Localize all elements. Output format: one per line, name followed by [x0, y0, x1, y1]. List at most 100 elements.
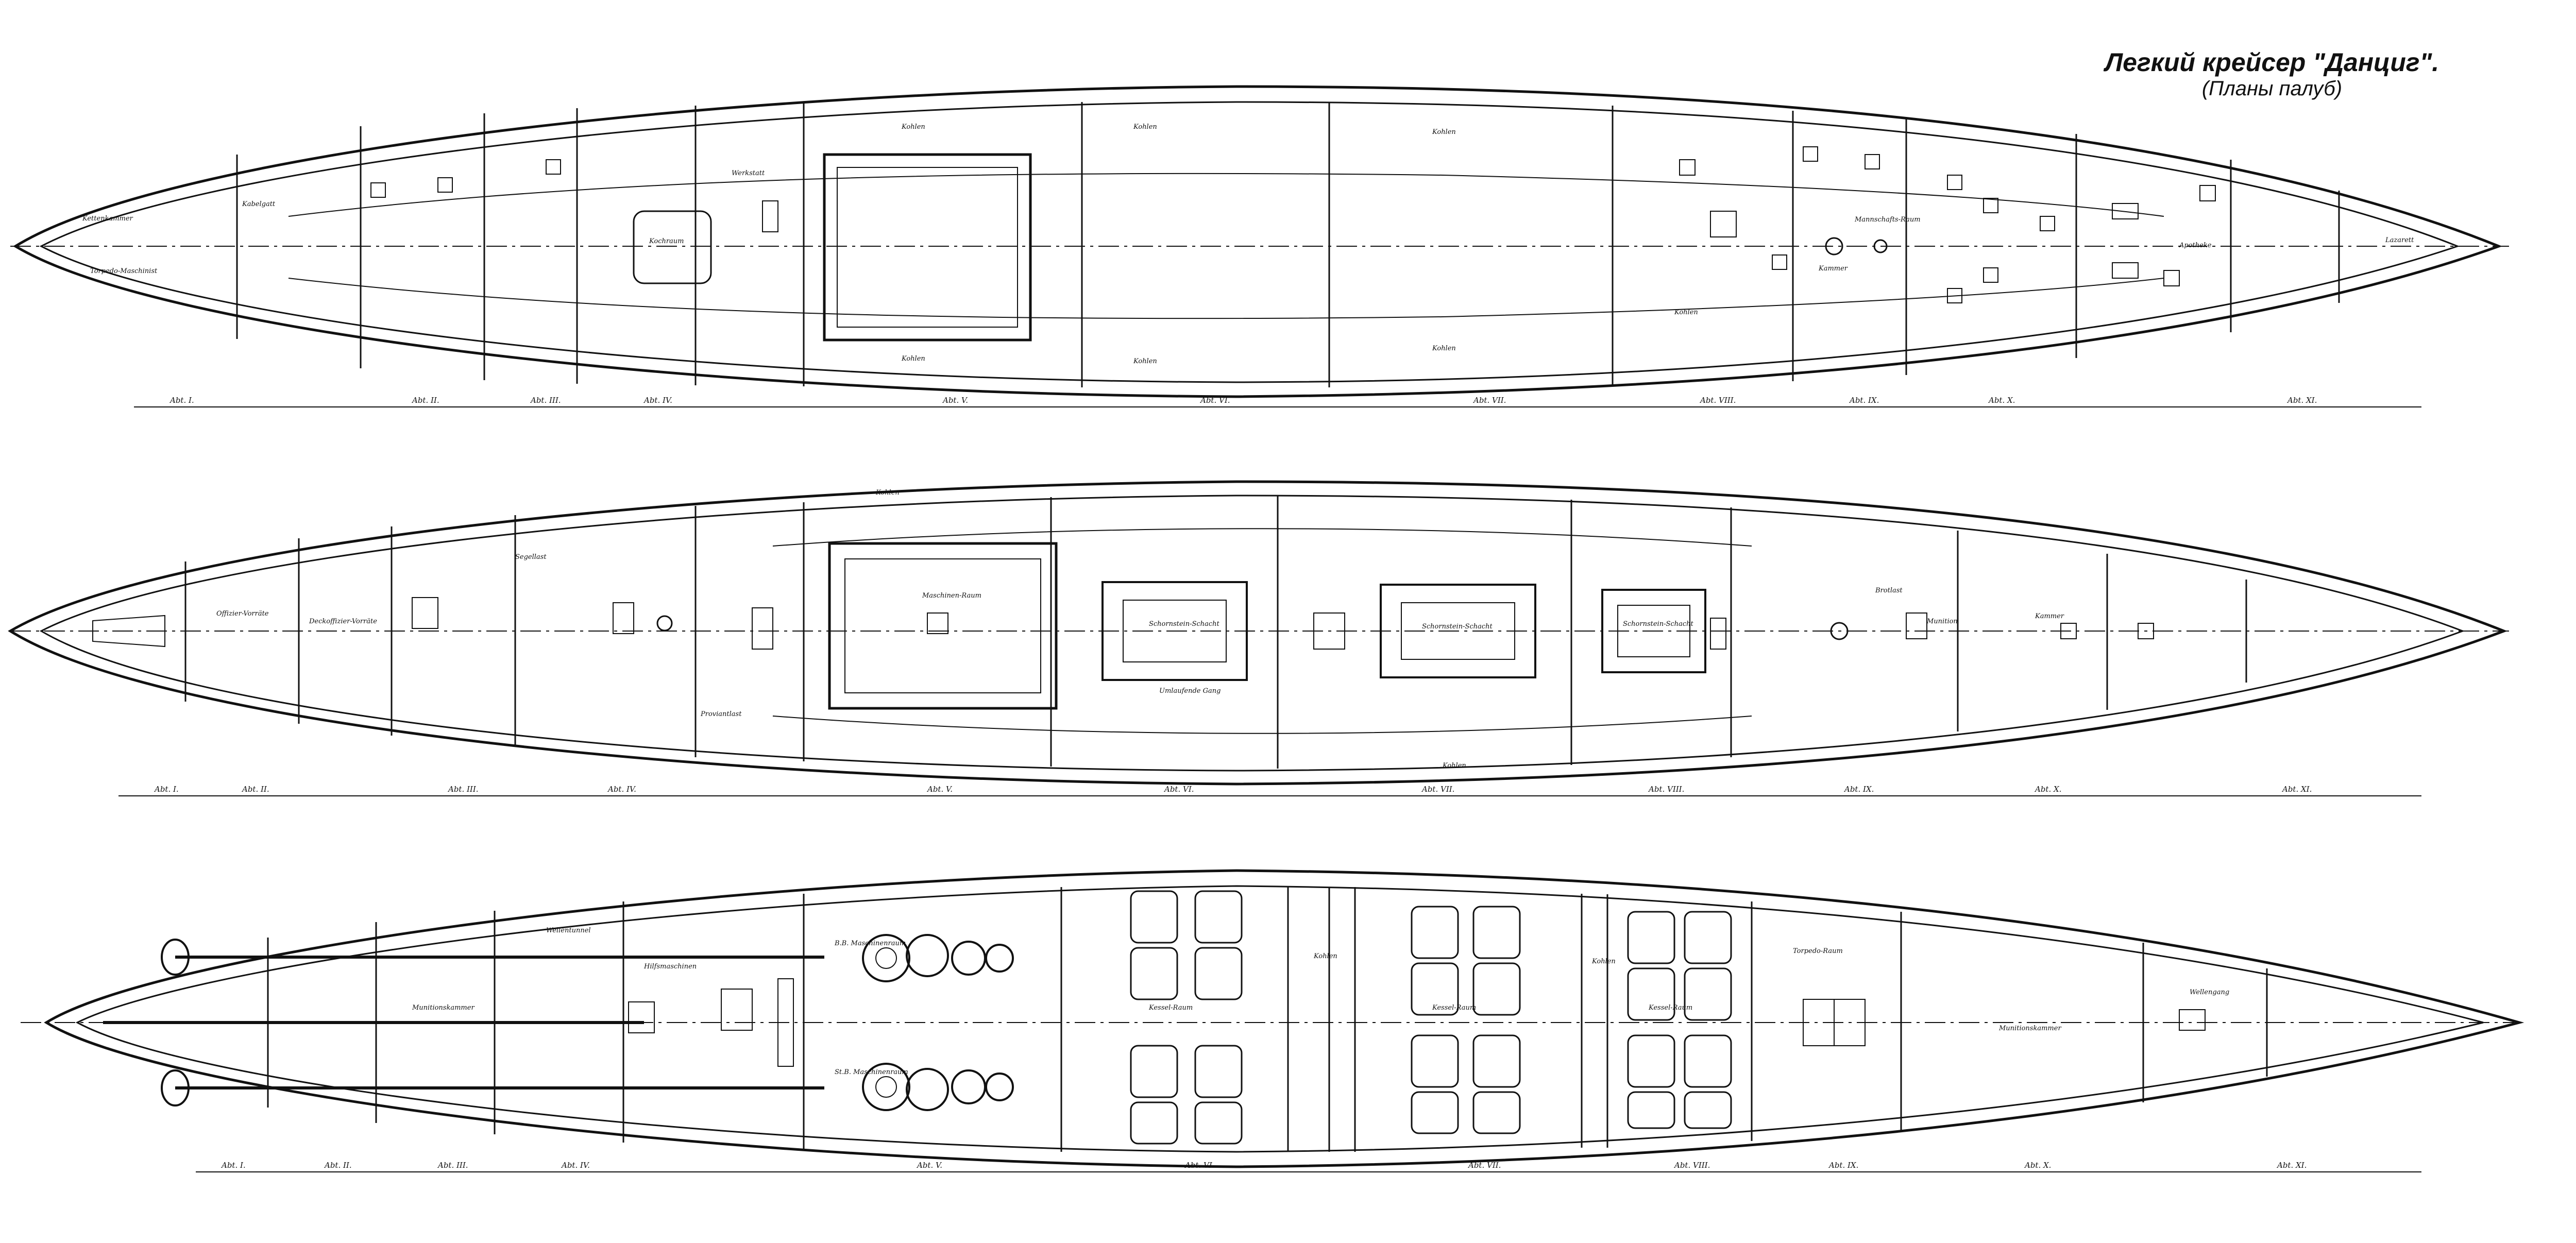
section-label: Abt. VI.	[1199, 396, 1230, 405]
room-label: Mannschafts-Raum	[1854, 216, 1921, 224]
room-label: Kohlen	[1674, 309, 1698, 316]
room-label: Hilfsmaschinen	[643, 963, 697, 970]
funnel-casing	[1101, 581, 1248, 681]
room-label: Kochraum	[649, 237, 684, 245]
plan-subtitle: (Планы палуб)	[2201, 77, 2343, 100]
section-label: Abt. II.	[324, 1161, 352, 1170]
funnel-uptake	[1123, 600, 1227, 662]
engine-room-casing	[828, 542, 1058, 710]
upper-deck-plan: Abt. I.Abt. II.Abt. III.Abt. IV.Abt. V.A…	[10, 85, 2509, 407]
room-label: Munition	[1926, 618, 1958, 625]
boilers	[1130, 890, 1732, 1145]
funnel-casing	[1601, 589, 1706, 673]
section-label: Abt. III.	[437, 1161, 468, 1170]
hull-outline	[44, 869, 2524, 1168]
room-label: Kessel-Raum	[1432, 1004, 1476, 1012]
bunker-line	[772, 528, 1752, 547]
room-label: Maschinen-Raum	[922, 592, 981, 600]
section-label: Abt. VI.	[1184, 1161, 1215, 1170]
room-label: Brotlast	[1875, 587, 1903, 594]
section-label: Abt. VI.	[1163, 785, 1194, 794]
room-label: Kessel-Raum	[1148, 1004, 1193, 1012]
engine-room-inner	[844, 558, 1041, 693]
room-label: Kohlen	[875, 489, 900, 497]
section-labels: Abt. I.Abt. II.Abt. III.Abt. IV.Abt. V.A…	[169, 396, 2317, 405]
section-labels: Abt. I.Abt. II.Abt. III.Abt. IV.Abt. V.A…	[221, 1161, 2307, 1170]
section-label: Abt. IX.	[1828, 1161, 1858, 1170]
room-label: Apotheke	[2179, 242, 2212, 249]
stair-hatch	[92, 615, 165, 648]
room-label: Deckoffizier-Vorräte	[309, 618, 377, 625]
lower-deck-plan: Abt. I.Abt. II.Abt. III.Abt. IV.Abt. V.A…	[21, 869, 2524, 1172]
section-label: Abt. X.	[2034, 785, 2061, 794]
bulkheads	[236, 102, 2340, 387]
section-label: Abt. VIII.	[1648, 785, 1684, 794]
plan-title: Легкий крейсер "Данциг".	[2105, 48, 2439, 77]
section-label: Abt. IX.	[1843, 785, 1874, 794]
room-label: Kettenkammer	[82, 215, 133, 223]
hull-outline	[8, 480, 2507, 786]
section-label: Abt. IX.	[1849, 396, 1879, 405]
room-label: Offizier-Vorräte	[216, 610, 269, 618]
room-label: Schornstein-Schacht	[1422, 623, 1493, 631]
section-label: Abt. VII.	[1421, 785, 1454, 794]
room-label: Kohlen	[1133, 357, 1157, 365]
section-label: Abt. I.	[154, 785, 179, 794]
section-label: Abt. V.	[942, 396, 968, 405]
room-label: Kohlen	[1432, 128, 1456, 136]
bulkheads	[184, 496, 2247, 769]
middle-deck-plan: Abt. I. Abt. II. Abt. III. Abt. IV. Abt. V. A…	[8, 480, 2509, 796]
section-label: Abt. V.	[926, 785, 953, 794]
capstan	[1873, 239, 1888, 253]
inner-hull-line	[39, 101, 2460, 383]
room-label: Kessel-Raum	[1648, 1004, 1692, 1012]
section-label: Abt. VII.	[1467, 1161, 1501, 1170]
section-label: Abt. IV.	[561, 1161, 590, 1170]
room-label: St.B. Maschinenraum	[835, 1068, 908, 1076]
fixtures	[628, 978, 2206, 1067]
room-label: Munitionskammer	[412, 1004, 474, 1012]
section-label: Abt. III.	[447, 785, 479, 794]
fixtures	[412, 597, 2154, 650]
galley-outline	[633, 210, 712, 284]
capstan	[1830, 622, 1849, 640]
room-labels: WellentunnelMunitionskammerHilfsmaschine…	[412, 927, 2229, 1076]
room-label: Werkstatt	[732, 169, 765, 177]
section-label: Abt. I.	[169, 396, 194, 405]
section-labels: Abt. I. Abt. II. Abt. III. Abt. IV. Abt. V. A…	[154, 785, 2312, 794]
engine-casing-inner	[837, 167, 1018, 328]
room-label: Lazarett	[2385, 236, 2414, 244]
propeller	[161, 939, 190, 976]
room-label: Munitionskammer	[1998, 1025, 2061, 1032]
funnel-uptake	[1401, 602, 1515, 660]
fixtures	[370, 146, 2216, 303]
capstan	[656, 615, 673, 632]
room-label: Kohlen	[1313, 952, 1337, 960]
room-label: Schornstein-Schacht	[1149, 620, 1219, 628]
section-label: Abt. V.	[916, 1161, 942, 1170]
bulkheads	[267, 886, 2268, 1152]
capstan	[1825, 237, 1843, 256]
section-label: Abt. II.	[241, 785, 269, 794]
room-label: Segellast	[515, 553, 547, 561]
section-label: Abt. XI.	[2281, 785, 2312, 794]
room-label: Kammer	[2035, 612, 2064, 620]
section-label: Abt. VIII.	[1699, 396, 1736, 405]
room-label: Kohlen	[1442, 762, 1466, 770]
room-label: Kohlen	[901, 123, 925, 131]
section-label: Abt. X.	[2024, 1161, 2051, 1170]
room-label: Schornstein-Schacht	[1623, 620, 1693, 628]
room-label: Umlaufende Gang	[1159, 687, 1221, 695]
room-label: Torpedo-Raum	[1793, 947, 1843, 955]
section-label: Abt. II.	[411, 396, 439, 405]
section-label: Abt. IV.	[607, 785, 636, 794]
room-label: B.B. Maschinenraum	[834, 940, 906, 947]
room-label: Kohlen	[1432, 345, 1456, 352]
section-label: Abt. XI.	[2276, 1161, 2307, 1170]
propeller	[161, 1069, 190, 1106]
deck-line	[288, 173, 2164, 217]
section-label: Abt. IV.	[643, 396, 672, 405]
